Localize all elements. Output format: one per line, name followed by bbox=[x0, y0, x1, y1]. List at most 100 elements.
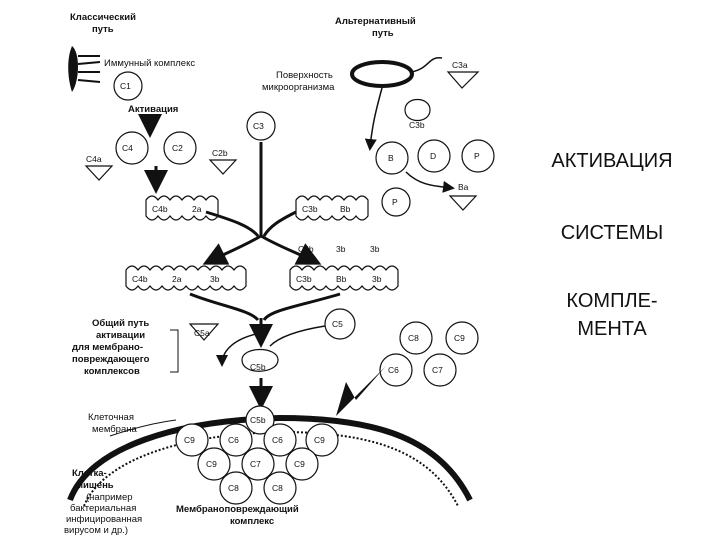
c4-label: C4 bbox=[122, 143, 133, 153]
common-path-2: активации bbox=[96, 330, 145, 341]
common-path-1: Общий путь bbox=[92, 318, 149, 329]
top-c4b-label: C4b bbox=[298, 244, 314, 254]
classic-path-label-1: Классический bbox=[70, 12, 136, 23]
mac-label-2: комплекс bbox=[230, 516, 274, 527]
c3b2-label: 3b bbox=[210, 274, 220, 284]
cell-membrane-1: Клеточная bbox=[88, 412, 134, 423]
assembly-pointer-arrow bbox=[336, 366, 386, 416]
mac-c8b-label: C8 bbox=[272, 483, 283, 493]
c3b-alt-label: C3b bbox=[409, 120, 425, 130]
d-node bbox=[417, 139, 451, 173]
mac-c9c-node bbox=[197, 447, 231, 481]
b-node bbox=[375, 141, 409, 175]
ba-label: Ba bbox=[458, 182, 469, 192]
left-to-c5 bbox=[189, 292, 260, 322]
c8-label: C8 bbox=[408, 333, 419, 343]
mac-c7-label: C7 bbox=[250, 459, 261, 469]
top-3b2-label: 3b bbox=[370, 244, 380, 254]
c9-node bbox=[445, 321, 479, 355]
title-line-3: КОМПЛЕ- bbox=[566, 290, 658, 312]
c3a-shape bbox=[446, 71, 480, 89]
c2-label: C2 bbox=[172, 143, 183, 153]
mac-c9d-node bbox=[285, 447, 319, 481]
c6-node bbox=[379, 353, 413, 387]
c3b-conv-label: C3b bbox=[302, 204, 318, 214]
c4-node bbox=[115, 131, 149, 165]
c5-node bbox=[324, 308, 356, 340]
common-path-3: для мембрано- bbox=[72, 342, 143, 353]
c2b-shape bbox=[208, 159, 238, 175]
mac-label-1: Мембраноповреждающий bbox=[176, 504, 299, 515]
target-note-4: вирусом и др.) bbox=[64, 525, 128, 536]
target-cell-2: мишень bbox=[76, 480, 114, 491]
title-line-1: АКТИВАЦИЯ bbox=[551, 150, 673, 172]
mac-c6-label: C6 bbox=[228, 435, 239, 445]
c5-label: C5 bbox=[332, 319, 343, 329]
c7-label: C7 bbox=[432, 365, 443, 375]
surface-label-1: Поверхность bbox=[276, 70, 333, 81]
c3-node bbox=[246, 111, 276, 141]
c2-node bbox=[163, 131, 197, 165]
c3b4-label: 3b bbox=[372, 274, 382, 284]
ba-arrow bbox=[405, 171, 455, 193]
common-path-4: повреждающего bbox=[72, 354, 150, 365]
c4b-label: C4b bbox=[152, 204, 168, 214]
mac-c9b-label: C9 bbox=[314, 435, 325, 445]
target-note-2: бактериальная bbox=[70, 503, 136, 514]
mac-c8a-node bbox=[219, 471, 253, 505]
title-line-2: СИСТЕМЫ bbox=[560, 222, 664, 244]
cell-membrane-2: мембрана bbox=[92, 424, 137, 435]
c2a-label: 2a bbox=[192, 204, 202, 214]
microorganism-surface bbox=[350, 60, 414, 88]
center-to-left bbox=[202, 234, 262, 265]
c3b-alt-shape bbox=[404, 98, 431, 122]
bb-label: Bb bbox=[340, 204, 351, 214]
ba-shape bbox=[448, 195, 478, 211]
mac-c6b-node bbox=[263, 423, 297, 457]
p-node bbox=[461, 139, 495, 173]
c5a-arrow bbox=[216, 333, 257, 367]
c3-label: C3 bbox=[253, 121, 264, 131]
surface-arrow bbox=[364, 87, 383, 151]
mac-c5b-label: C5b bbox=[250, 415, 266, 425]
alt-to-center bbox=[262, 210, 297, 237]
mac-c6-node bbox=[219, 423, 253, 457]
target-note-3: инфицированная bbox=[66, 514, 142, 525]
membrane-pointer bbox=[109, 419, 177, 437]
alt-path-label-2: путь bbox=[372, 28, 394, 39]
p2-label: P bbox=[392, 197, 398, 207]
c8-node bbox=[399, 321, 433, 355]
bb2-label: Bb bbox=[336, 274, 347, 284]
c4a-shape bbox=[84, 165, 114, 181]
p2-node bbox=[381, 187, 411, 217]
mac-c9a-node bbox=[175, 423, 209, 457]
mac-c9a-label: C9 bbox=[184, 435, 195, 445]
b-label: B bbox=[388, 153, 394, 163]
classic-path-label-2: путь bbox=[92, 24, 114, 35]
alt-connector bbox=[411, 57, 443, 73]
mac-c5b-node bbox=[245, 405, 275, 435]
c5a-label: C5a bbox=[194, 328, 210, 338]
activation-label: Активация bbox=[128, 104, 178, 115]
top-3b-label: 3b bbox=[336, 244, 346, 254]
c1-label: C1 bbox=[120, 81, 131, 91]
title-line-4: МЕНТА bbox=[577, 318, 647, 340]
mac-c8b-node bbox=[263, 471, 297, 505]
alt-c5-convertase bbox=[289, 265, 399, 291]
c5b-node bbox=[241, 348, 279, 372]
target-cell-1: Клетка- bbox=[72, 468, 107, 479]
mac-c7-node bbox=[241, 447, 275, 481]
c3a-label: C3a bbox=[452, 60, 468, 70]
common-path-5: комплексов bbox=[84, 366, 140, 377]
c2a2-label: 2a bbox=[172, 274, 182, 284]
mac-c9d-label: C9 bbox=[294, 459, 305, 469]
c4a-label: C4a bbox=[86, 154, 102, 164]
immune-complex-label: Иммунный комплекс bbox=[104, 58, 195, 69]
immune-complex bbox=[68, 46, 101, 92]
surface-label-2: микроорганизма bbox=[262, 82, 335, 93]
common-path-bracket bbox=[170, 329, 179, 373]
center-to-right bbox=[260, 234, 322, 265]
c7-node bbox=[423, 353, 457, 387]
